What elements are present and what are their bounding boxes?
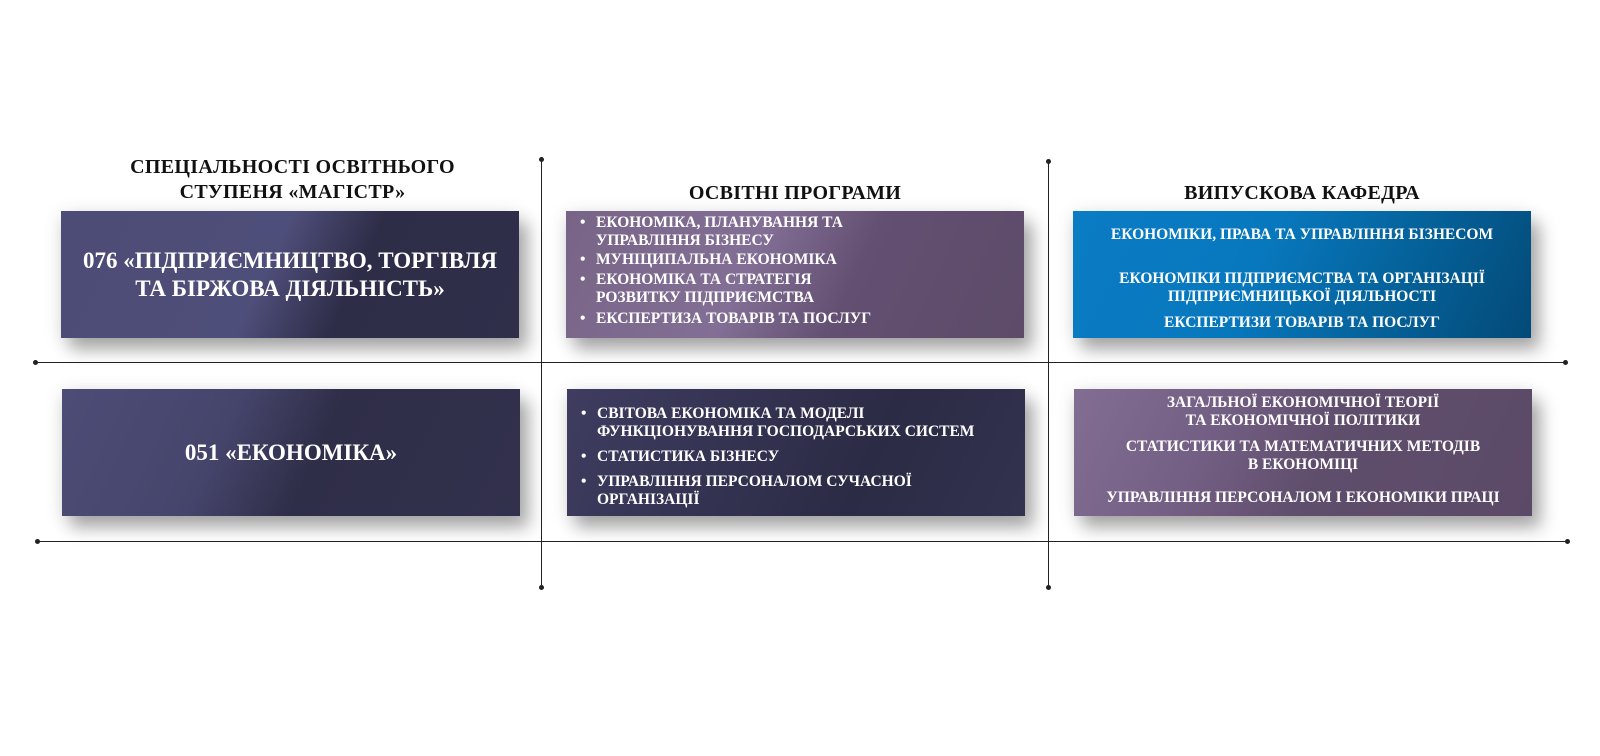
column-divider-1-bottom-dot	[539, 585, 544, 590]
department-item: СТАТИСТИКИ ТА МАТЕМАТИЧНИХ МЕТОДІВ В ЕКО…	[1125, 438, 1481, 473]
department-item: ЕКОНОМІКИ, ПРАВА ТА УПРАВЛІННЯ БІЗНЕСОМ	[1110, 226, 1494, 243]
column-divider-1	[541, 160, 542, 588]
row-divider-1	[36, 362, 1566, 363]
specialty-box-051: 051 «ЕКОНОМІКА»	[62, 389, 520, 516]
specialty-label: 076 «ПІДПРИЄМНИЦТВО, ТОРГІВЛЯ ТА БІРЖОВА…	[82, 247, 498, 301]
header-programs: ОСВІТНІ ПРОГРАМИ	[688, 182, 902, 204]
row-divider-1-left-dot	[33, 360, 38, 365]
department-item: ЕКОНОМІКИ ПІДПРИЄМСТВА ТА ОРГАНІЗАЦІЇ ПІ…	[1119, 270, 1485, 305]
row-divider-1-right-dot	[1563, 360, 1568, 365]
programs-box-051: •СВІТОВА ЕКОНОМІКА ТА МОДЕЛІ ФУНКЦІОНУВА…	[567, 389, 1025, 516]
column-divider-2	[1048, 162, 1049, 588]
specialty-box-076: 076 «ПІДПРИЄМНИЦТВО, ТОРГІВЛЯ ТА БІРЖОВА…	[61, 211, 519, 338]
row-divider-2-right-dot	[1565, 539, 1570, 544]
program-item: •УПРАВЛІННЯ ПЕРСОНАЛОМ СУЧАСНОЇ ОРГАНІЗА…	[581, 473, 912, 508]
departments-box-051: ЗАГАЛЬНОЇ ЕКОНОМІЧНОЇ ТЕОРІЇ ТА ЕКОНОМІЧ…	[1074, 389, 1532, 516]
header-specialty: СПЕЦІАЛЬНОСТІ ОСВІТНЬОГО СТУПЕНЯ «МАГІСТ…	[130, 156, 455, 203]
program-item: •ЕКОНОМІКА ТА СТРАТЕГІЯ РОЗВИТКУ ПІДПРИЄ…	[580, 271, 815, 306]
departments-box-076: ЕКОНОМІКИ, ПРАВА ТА УПРАВЛІННЯ БІЗНЕСОМ …	[1073, 211, 1531, 338]
programs-box-076: •ЕКОНОМІКА, ПЛАНУВАННЯ ТА УПРАВЛІННЯ БІЗ…	[566, 211, 1024, 338]
program-item: •ЕКСПЕРТИЗА ТОВАРІВ ТА ПОСЛУГ	[580, 310, 872, 327]
program-item: •ЕКОНОМІКА, ПЛАНУВАННЯ ТА УПРАВЛІННЯ БІЗ…	[580, 214, 843, 249]
department-item: ЗАГАЛЬНОЇ ЕКОНОМІЧНОЇ ТЕОРІЇ ТА ЕКОНОМІЧ…	[1166, 394, 1440, 429]
row-divider-2	[38, 541, 1568, 542]
specialty-label: 051 «ЕКОНОМІКА»	[184, 439, 398, 465]
column-divider-2-bottom-dot	[1046, 585, 1051, 590]
department-item: ЕКСПЕРТИЗИ ТОВАРІВ ТА ПОСЛУГ	[1164, 314, 1440, 331]
row-divider-2-left-dot	[35, 539, 40, 544]
column-divider-2-top-dot	[1046, 159, 1051, 164]
department-item: УПРАВЛІННЯ ПЕРСОНАЛОМ І ЕКОНОМІКИ ПРАЦІ	[1106, 489, 1500, 506]
header-department: ВИПУСКОВА КАФЕДРА	[1184, 182, 1420, 204]
program-item: •СТАТИСТИКА БІЗНЕСУ	[581, 448, 780, 465]
program-item: •МУНІЦИПАЛЬНА ЕКОНОМІКА	[580, 251, 837, 268]
column-divider-1-top-dot	[539, 157, 544, 162]
program-item: •СВІТОВА ЕКОНОМІКА ТА МОДЕЛІ ФУНКЦІОНУВА…	[581, 405, 975, 440]
